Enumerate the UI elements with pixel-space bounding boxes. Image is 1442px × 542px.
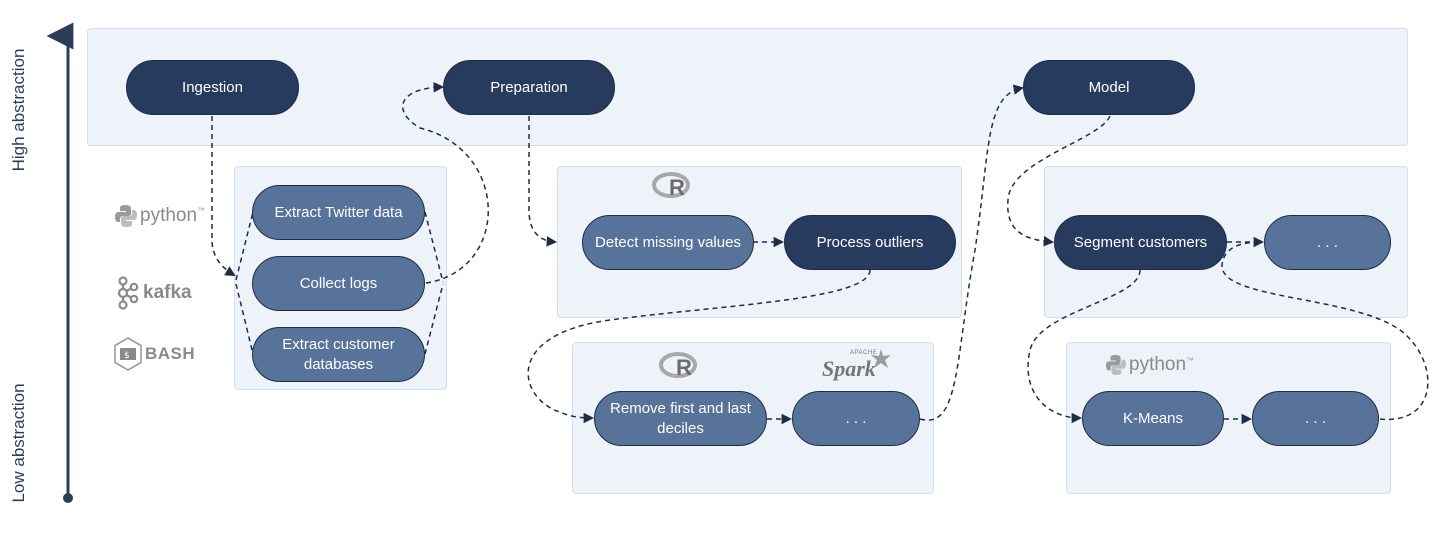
edge-segment-to-kmeans	[1027, 269, 1141, 424]
task-collect-logs[interactable]: Collect logs	[252, 256, 425, 311]
bash-shell-icon: $	[114, 337, 142, 371]
stage-ingestion[interactable]: Ingestion	[126, 60, 299, 115]
r-logo-top: R	[652, 171, 692, 203]
spark-logo: APACHE Spark	[822, 348, 892, 384]
edge-fan-left-twitter	[235, 211, 254, 281]
task-preparation-more[interactable]: . . .	[792, 391, 920, 446]
edge-more-loop	[1221, 241, 1429, 420]
task-segment-customers[interactable]: Segment customers	[1054, 215, 1227, 270]
task-model-more-top[interactable]: . . .	[1264, 215, 1391, 270]
axis-label-low: Low abstraction	[9, 383, 28, 503]
edge-outliers-to-deciles	[527, 269, 871, 424]
task-extract-customer-db[interactable]: Extract customer databases	[252, 327, 425, 382]
stage-model[interactable]: Model	[1023, 60, 1195, 115]
python-logo-text: python	[140, 205, 198, 226]
kafka-logo: kafka	[115, 276, 192, 310]
python-snake-icon	[1106, 355, 1126, 375]
spark-star-icon	[871, 349, 891, 368]
task-process-outliers[interactable]: Process outliers	[784, 215, 956, 270]
axis-origin-dot	[63, 493, 73, 503]
task-detect-missing[interactable]: Detect missing values	[582, 215, 754, 270]
kafka-icon	[117, 276, 139, 310]
kafka-logo-text: kafka	[143, 282, 192, 303]
edge-fan-right-twitter	[424, 211, 444, 283]
bash-logo-text: BASH	[145, 344, 196, 363]
spark-apache-text: APACHE	[850, 350, 878, 356]
r-logo-ring-icon	[659, 352, 697, 378]
edge-fan-left-db	[235, 283, 254, 355]
axis-label-high: High abstraction	[9, 48, 28, 172]
spark-logo-text: Spark	[822, 356, 876, 381]
task-extract-twitter[interactable]: Extract Twitter data	[252, 185, 425, 240]
edge-model-to-segment	[1007, 115, 1111, 247]
edge-fan-right-db	[424, 283, 444, 355]
r-logo-ring-icon	[652, 172, 690, 198]
edge-preparation-to-missing	[528, 116, 558, 247]
r-logo-top-text: R	[669, 175, 685, 200]
edge-ingestion-to-logs	[211, 116, 236, 277]
svg-text:$: $	[124, 351, 129, 361]
python-snake-icon	[115, 205, 137, 227]
task-remove-deciles[interactable]: Remove first and last deciles	[594, 391, 767, 446]
bash-logo: $ BASH	[114, 337, 195, 371]
python-logo-model-text: python	[1129, 354, 1187, 375]
task-model-more-bottom[interactable]: . . .	[1252, 391, 1379, 446]
edge-spark-more-to-model	[919, 84, 1025, 421]
r-logo-bottom: R	[659, 351, 699, 383]
edge-logs-to-preparation	[402, 81, 489, 284]
task-kmeans[interactable]: K-Means	[1082, 391, 1224, 446]
stage-preparation[interactable]: Preparation	[443, 60, 615, 115]
r-logo-bottom-text: R	[676, 355, 692, 380]
